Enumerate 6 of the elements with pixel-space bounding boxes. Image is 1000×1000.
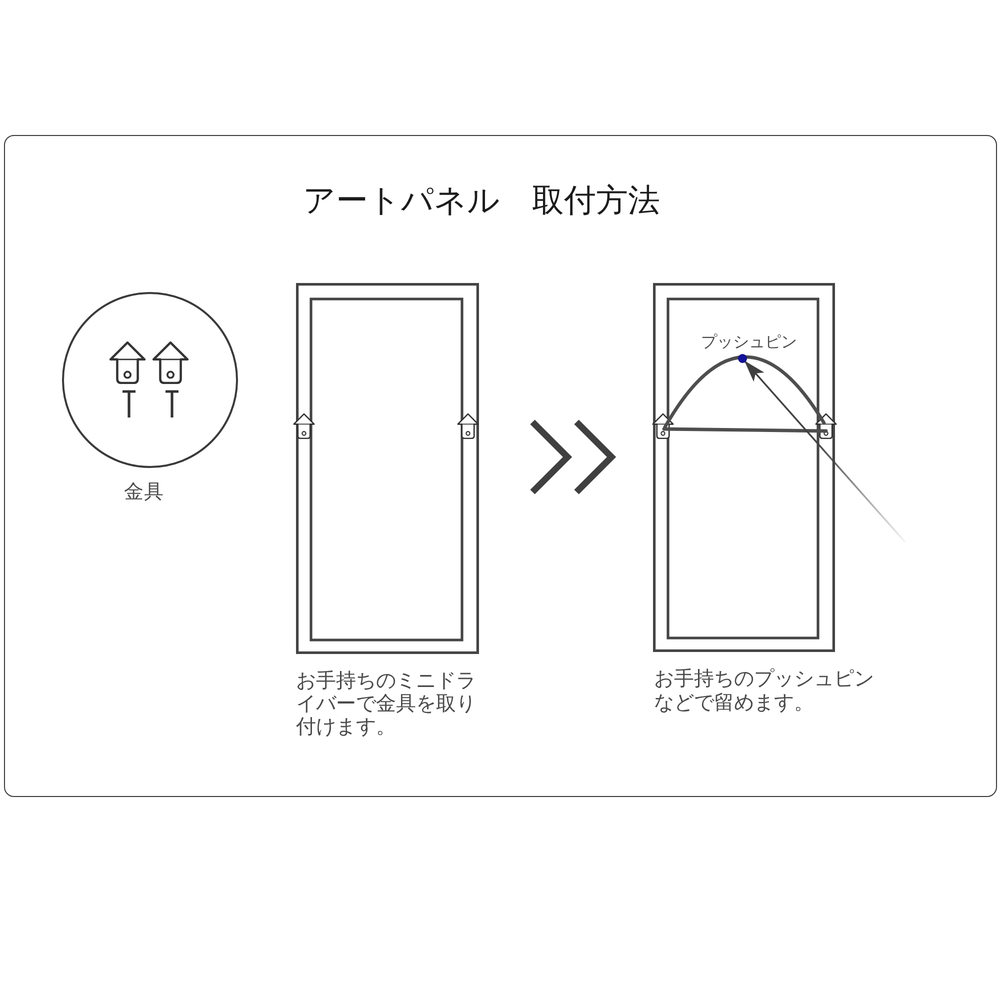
hardware-label: 金具	[124, 480, 164, 503]
pin-label: プッシュピン	[701, 332, 797, 351]
instruction-text: お手持ちのミニドライバーで金具を取り付けます。	[296, 669, 477, 738]
instruction-text: お手持ちのプッシュピンなどで留めます。	[654, 666, 875, 714]
pointer-arrow	[744, 360, 906, 543]
title: アートパネル 取付方法	[303, 181, 660, 219]
